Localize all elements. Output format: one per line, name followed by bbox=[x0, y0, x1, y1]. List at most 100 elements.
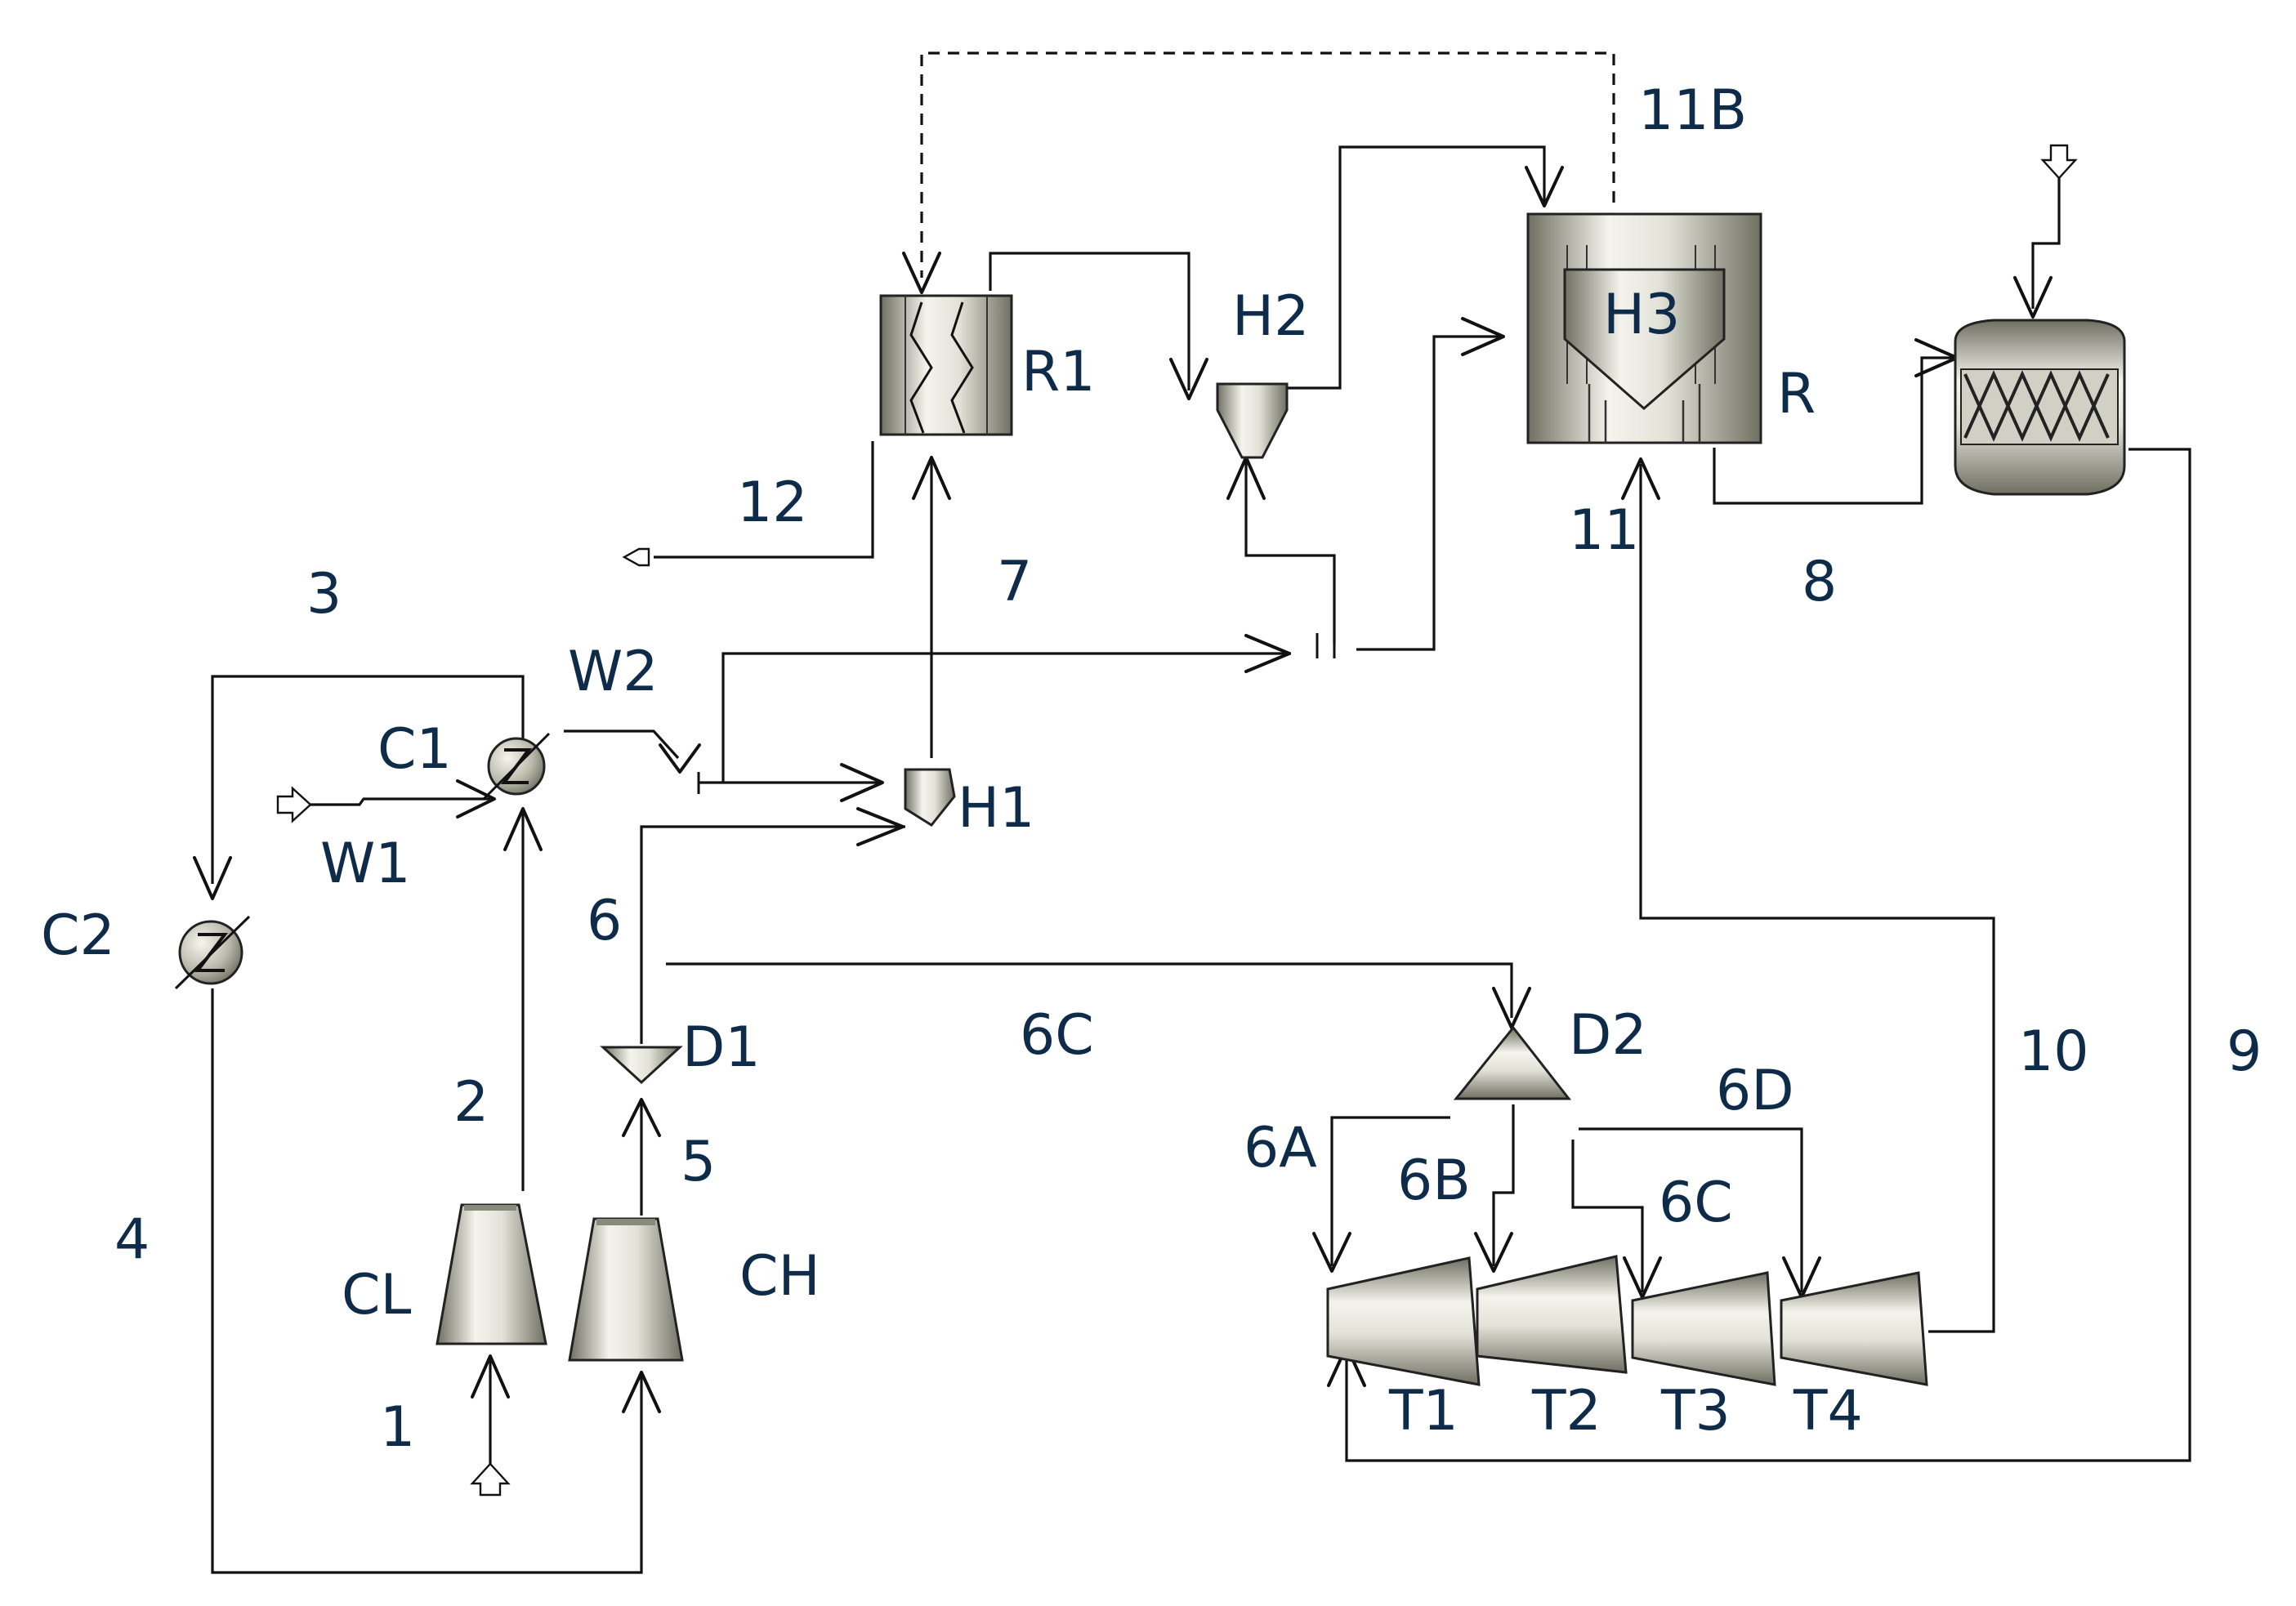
stream-R-feed bbox=[2031, 172, 2061, 309]
label-stream-6C-bottom: 6C bbox=[1659, 1171, 1733, 1235]
label-stream-6D: 6D bbox=[1716, 1059, 1794, 1123]
stream-6D bbox=[1579, 1127, 1803, 1292]
arrow-6B bbox=[1474, 1232, 1513, 1273]
label-C1: C1 bbox=[377, 717, 452, 782]
arrow-upper-branch bbox=[1244, 634, 1291, 673]
separator-icon[interactable] bbox=[1216, 382, 1289, 459]
stream-6A bbox=[1330, 1116, 1450, 1266]
arrow-W1 bbox=[456, 779, 496, 819]
heat-exchanger-icon[interactable] bbox=[879, 294, 1013, 436]
stream-4 bbox=[211, 988, 643, 1574]
stream-R1-to-H2 bbox=[989, 252, 1190, 390]
stream-9 bbox=[1345, 448, 2191, 1462]
label-T2: T2 bbox=[1531, 1379, 1601, 1443]
arrow-R1-to-H2 bbox=[1169, 358, 1208, 400]
arrow-10 bbox=[1621, 457, 1660, 500]
splitter-icon[interactable] bbox=[600, 1046, 683, 1085]
stream-6C-top bbox=[666, 962, 1513, 1018]
stream-10 bbox=[1639, 464, 1995, 1333]
stream-6 bbox=[640, 825, 905, 1044]
feed-arrow-icon bbox=[2040, 144, 2078, 180]
cooler-icon[interactable] bbox=[174, 915, 251, 990]
label-T4: T4 bbox=[1793, 1379, 1863, 1443]
stream-12 bbox=[654, 441, 874, 559]
label-stream-1: 1 bbox=[380, 1395, 415, 1460]
arrow-W2 bbox=[659, 743, 701, 774]
stream-8 bbox=[1713, 356, 1954, 505]
label-H2: H2 bbox=[1232, 284, 1309, 349]
label-T1: T1 bbox=[1388, 1379, 1458, 1443]
reactor-icon[interactable] bbox=[1526, 212, 1762, 444]
turbine-icon[interactable] bbox=[1326, 1256, 1481, 1386]
splitter-icon bbox=[697, 633, 1336, 794]
arrow-6 bbox=[856, 807, 905, 846]
compressor-icon[interactable] bbox=[568, 1217, 684, 1362]
label-stream-7: 7 bbox=[997, 550, 1032, 614]
label-stream-3: 3 bbox=[306, 562, 342, 627]
label-stream-6: 6 bbox=[587, 889, 622, 953]
label-C2: C2 bbox=[41, 903, 115, 968]
label-stream-10: 10 bbox=[2018, 1019, 2089, 1084]
arrow-6A bbox=[1312, 1232, 1351, 1273]
stream-6C-bottom bbox=[1571, 1140, 1644, 1292]
arrow-R-feed bbox=[2013, 276, 2053, 319]
stream-to-H2 bbox=[1244, 457, 1336, 644]
label-stream-11: 11 bbox=[1569, 498, 1640, 563]
arrow-H2-to-H3 bbox=[1525, 166, 1564, 207]
stream-3 bbox=[211, 675, 525, 884]
label-D1: D1 bbox=[682, 1015, 761, 1080]
feed-arrow-icon bbox=[622, 547, 650, 567]
arrow-3 bbox=[193, 856, 232, 900]
label-CH: CH bbox=[739, 1244, 820, 1309]
label-H1: H1 bbox=[958, 776, 1034, 841]
label-CL: CL bbox=[342, 1263, 411, 1327]
label-stream-11B: 11B bbox=[1638, 78, 1747, 143]
feed-arrow-icon bbox=[470, 1462, 511, 1497]
label-R: R bbox=[1777, 362, 1816, 426]
arrow-2 bbox=[503, 807, 543, 851]
label-stream-6B: 6B bbox=[1397, 1149, 1471, 1213]
arrow-7 bbox=[912, 456, 951, 500]
stream-upper-branch bbox=[721, 652, 1291, 783]
cooler-icon[interactable] bbox=[482, 732, 551, 801]
stream-6B bbox=[1492, 1104, 1515, 1266]
arrow-to-H3 bbox=[1461, 317, 1505, 356]
label-T3: T3 bbox=[1660, 1379, 1731, 1443]
arrow-5 bbox=[622, 1098, 661, 1137]
label-stream-9: 9 bbox=[2227, 1019, 2262, 1084]
stream-lines bbox=[211, 51, 2191, 1574]
feed-arrows bbox=[276, 144, 2078, 1497]
arrow-1 bbox=[471, 1354, 510, 1399]
label-stream-4: 4 bbox=[114, 1207, 150, 1272]
label-stream-5: 5 bbox=[681, 1130, 716, 1194]
label-stream-6C-top: 6C bbox=[1020, 1003, 1094, 1068]
label-stream-6A: 6A bbox=[1244, 1116, 1317, 1180]
stream-labels: 1 2 3 4 5 6 6C 6A 6B 6C 6D 7 8 9 10 11 1… bbox=[114, 78, 2262, 1460]
stream-H2-to-H3 bbox=[1271, 145, 1546, 390]
label-R1: R1 bbox=[1021, 340, 1096, 404]
label-D2: D2 bbox=[1569, 1003, 1647, 1068]
turbine-icon[interactable] bbox=[1780, 1271, 1928, 1386]
label-stream-8: 8 bbox=[1802, 550, 1837, 614]
arrow-6C-top bbox=[1492, 987, 1531, 1029]
label-W2: W2 bbox=[568, 640, 659, 704]
label-H3: H3 bbox=[1603, 283, 1680, 347]
label-W1: W1 bbox=[320, 832, 411, 896]
turbine-icon[interactable] bbox=[1476, 1255, 1628, 1374]
stream-11B bbox=[920, 51, 1615, 278]
compressor-icon[interactable] bbox=[436, 1203, 547, 1345]
stream-to-H3 bbox=[1356, 335, 1502, 651]
stream-W2 bbox=[564, 729, 680, 760]
feed-arrow-icon bbox=[276, 786, 312, 823]
turbine-icon[interactable] bbox=[1631, 1271, 1776, 1386]
heater-icon[interactable] bbox=[904, 768, 956, 827]
label-stream-12: 12 bbox=[737, 471, 808, 535]
label-stream-2: 2 bbox=[453, 1070, 489, 1135]
splitter-icon[interactable] bbox=[1453, 1025, 1572, 1100]
equipment-labels: R1 H2 H3 R C1 C2 W1 W2 H1 D1 D2 CL CH T1… bbox=[41, 283, 1863, 1443]
arrow-4 bbox=[622, 1371, 661, 1413]
arrow-to-H1 bbox=[840, 763, 884, 802]
packed-reactor-icon[interactable] bbox=[1954, 319, 2126, 496]
stream-W1 bbox=[294, 797, 490, 806]
